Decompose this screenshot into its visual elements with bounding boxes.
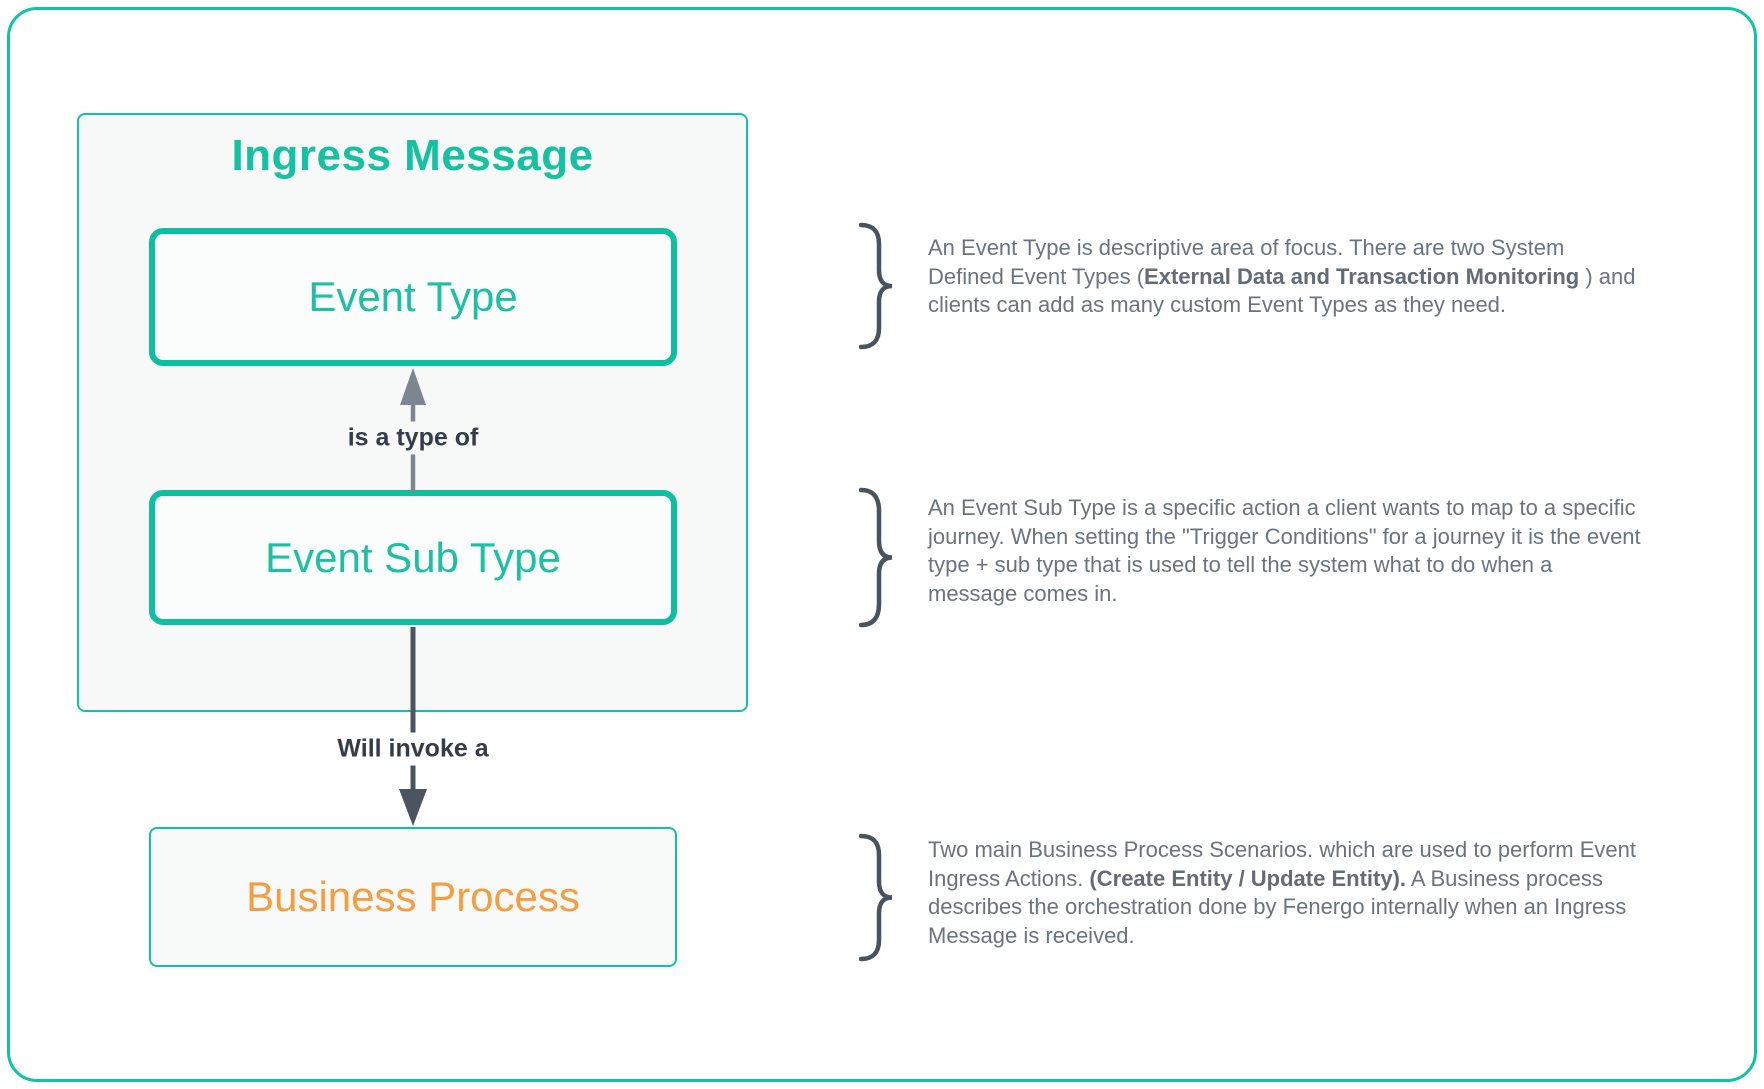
annotation-event-type: An Event Type is descriptive area of foc… (928, 235, 1636, 317)
annotation-business-process: Two main Business Process Scenarios. whi… (928, 837, 1636, 948)
node-business-process: Business Process (149, 827, 677, 967)
node-business-process-label: Business Process (246, 873, 580, 920)
edge-label-will-invoke-a: Will invoke a (328, 732, 498, 766)
curly-brace-icon (859, 487, 893, 628)
node-event-sub-type-label: Event Sub Type (265, 533, 561, 581)
annotation-event-sub-type: An Event Sub Type is a specific action a… (928, 495, 1641, 606)
curly-brace-icon (859, 833, 893, 962)
curly-brace-icon (859, 222, 893, 350)
node-event-sub-type: Event Sub Type (149, 490, 677, 625)
edge-label-is-a-type-of: is a type of (338, 421, 488, 455)
outer-border-frame (7, 7, 1757, 1082)
ingress-message-title: Ingress Message (231, 131, 594, 180)
node-event-type-label: Event Type (308, 273, 518, 320)
node-event-type: Event Type (149, 228, 677, 366)
